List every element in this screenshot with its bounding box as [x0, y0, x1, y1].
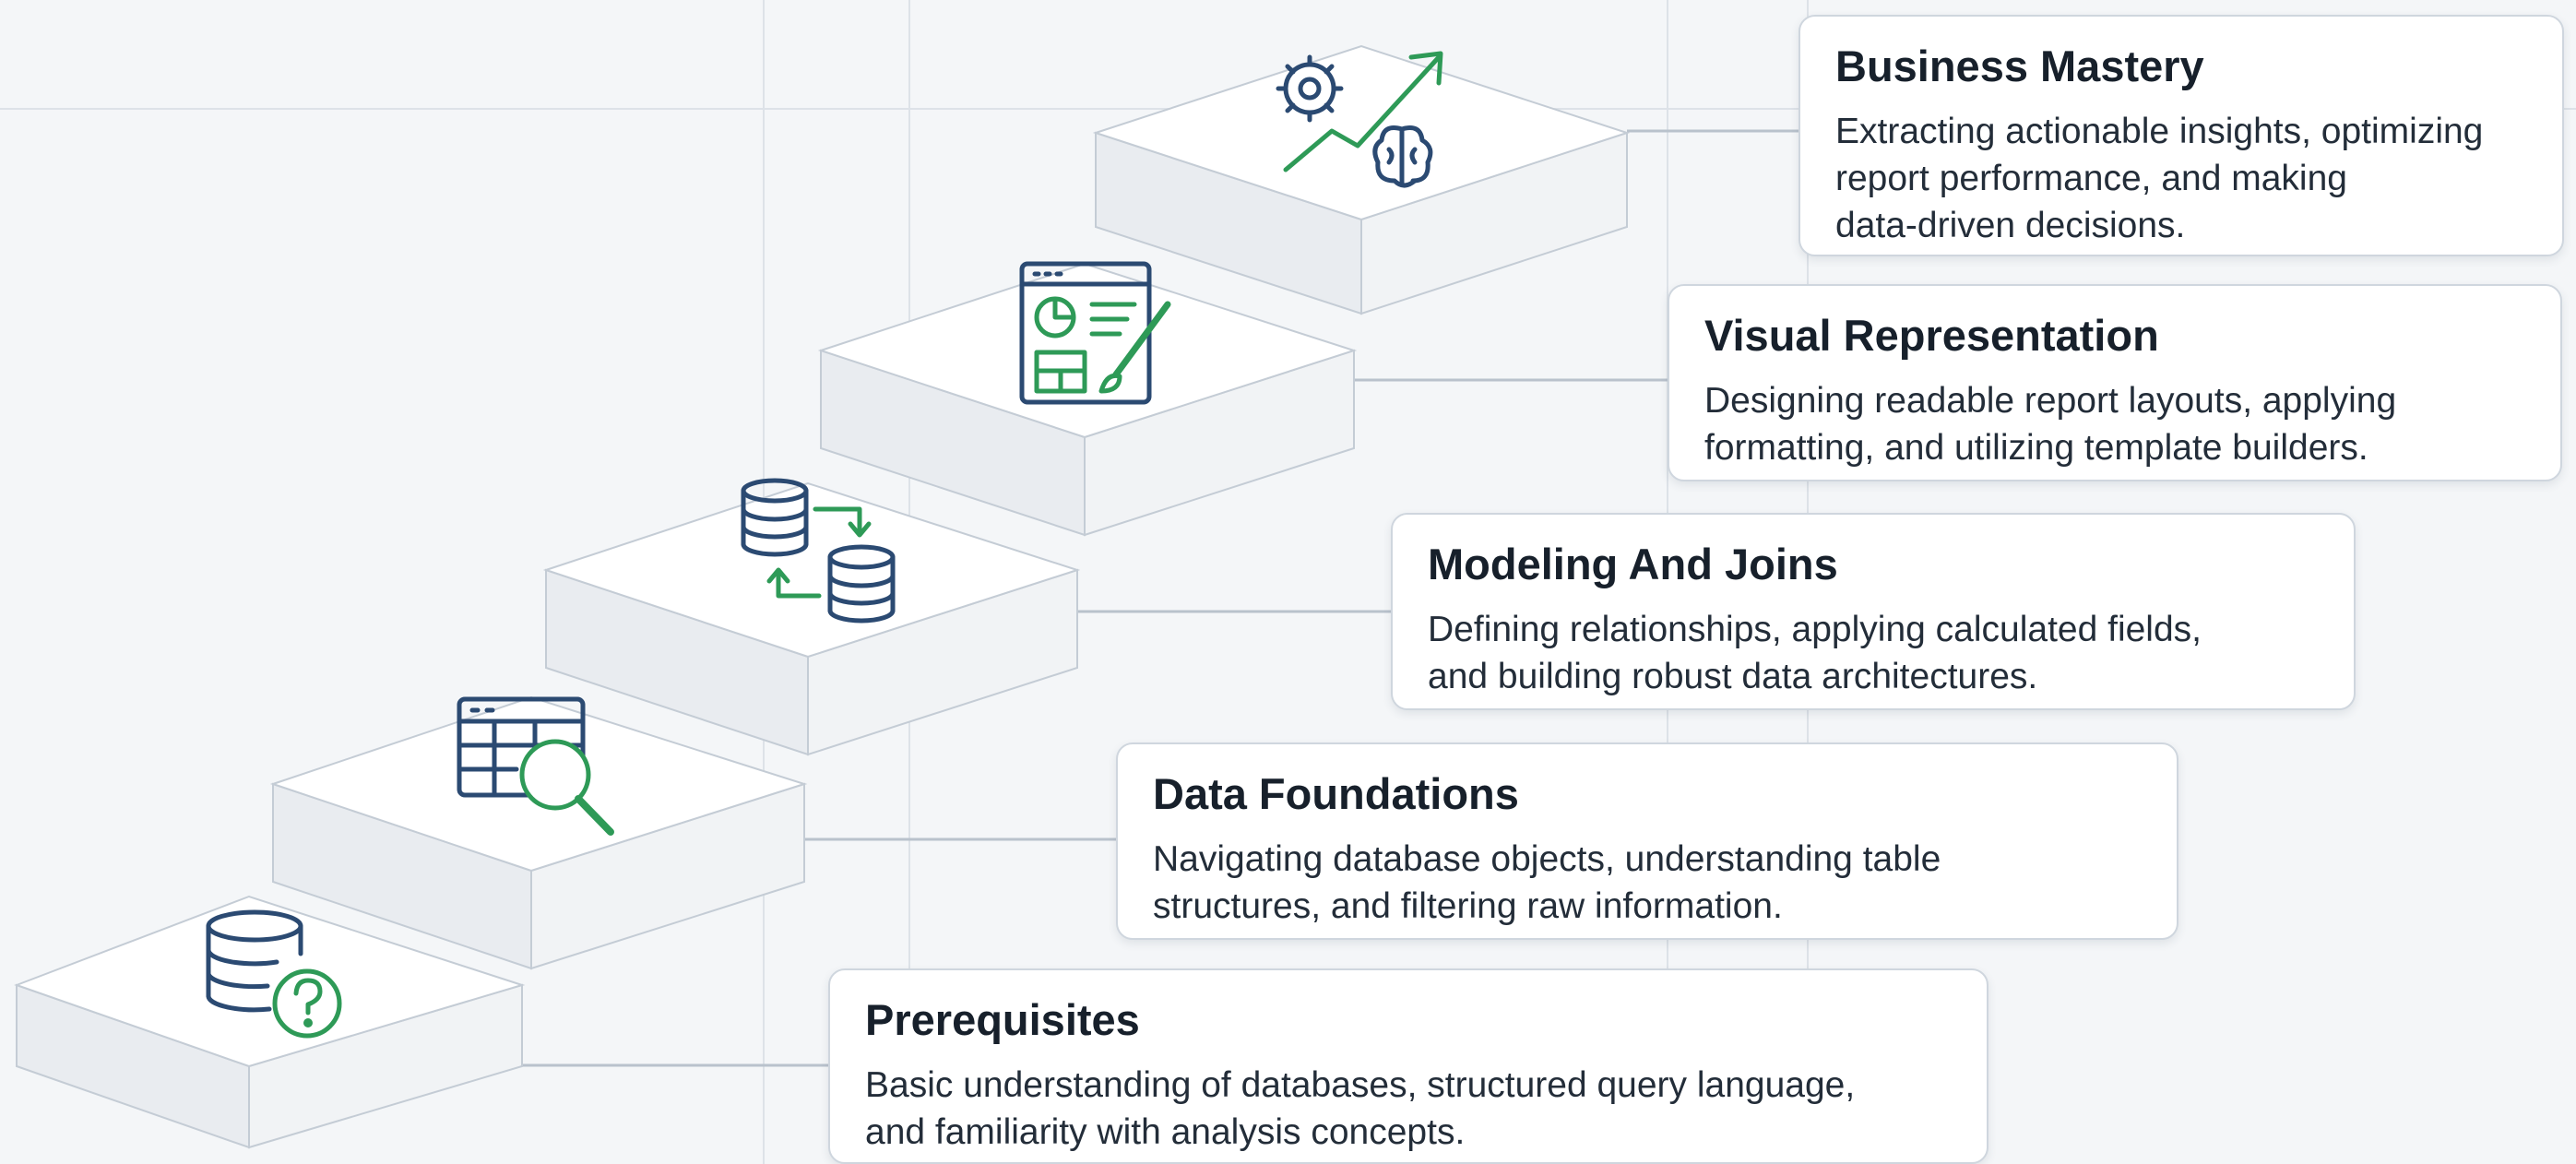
step-card-data-foundations: Data Foundations Navigating database obj…	[1116, 742, 2178, 940]
step-card-business-mastery: Business Mastery Extracting actionable i…	[1798, 15, 2564, 256]
step-title-business-mastery: Business Mastery	[1835, 42, 2204, 90]
description-line: Extracting actionable insights, optimizi…	[1835, 112, 2484, 151]
description-line: and building robust data architectures.	[1428, 657, 2038, 696]
step-description-data-foundations: Navigating database objects, understandi…	[1153, 836, 2142, 930]
description-line: report performance, and making	[1835, 159, 2347, 198]
step-card-prerequisites: Prerequisites Basic understanding of dat…	[828, 968, 1988, 1164]
step-description-visual-representation: Designing readable report layouts, apply…	[1704, 377, 2525, 471]
report-design-icon	[1019, 261, 1171, 405]
step-description-modeling-and-joins: Defining relationships, applying calcula…	[1428, 606, 2319, 700]
description-line: Defining relationships, applying calcula…	[1428, 610, 2202, 649]
database-question-icon	[206, 909, 342, 1039]
step-3-modeling-and-joins	[542, 481, 1081, 756]
step-description-business-mastery: Extracting actionable insights, optimizi…	[1835, 108, 2527, 249]
description-line: structures, and filtering raw informatio…	[1153, 886, 1783, 926]
database-sync-icon	[741, 478, 896, 624]
step-title-data-foundations: Data Foundations	[1153, 769, 1519, 818]
step-4-visual-representation	[817, 262, 1358, 537]
description-line: and familiarity with analysis concepts.	[865, 1112, 1466, 1152]
description-line: Basic understanding of databases, struct…	[865, 1065, 1856, 1105]
step-title-modeling-and-joins: Modeling And Joins	[1428, 540, 1838, 588]
step-5-business-mastery	[1092, 44, 1631, 315]
step-2-data-foundations	[269, 695, 808, 970]
description-line: data-driven decisions.	[1835, 206, 2186, 245]
step-1-prerequisites	[14, 895, 526, 1149]
table-search-icon	[457, 696, 614, 836]
step-description-prerequisites: Basic understanding of databases, struct…	[865, 1062, 1952, 1156]
description-line: Navigating database objects, understandi…	[1153, 839, 1941, 879]
gear-growth-brain-icon	[1276, 51, 1443, 188]
step-title-prerequisites: Prerequisites	[865, 995, 1140, 1044]
description-line: formatting, and utilizing template build…	[1704, 428, 2368, 468]
description-line: Designing readable report layouts, apply…	[1704, 381, 2397, 421]
step-card-visual-representation: Visual Representation Designing readable…	[1668, 284, 2562, 481]
step-title-visual-representation: Visual Representation	[1704, 311, 2159, 360]
step-card-modeling-and-joins: Modeling And Joins Defining relationship…	[1391, 513, 2356, 710]
